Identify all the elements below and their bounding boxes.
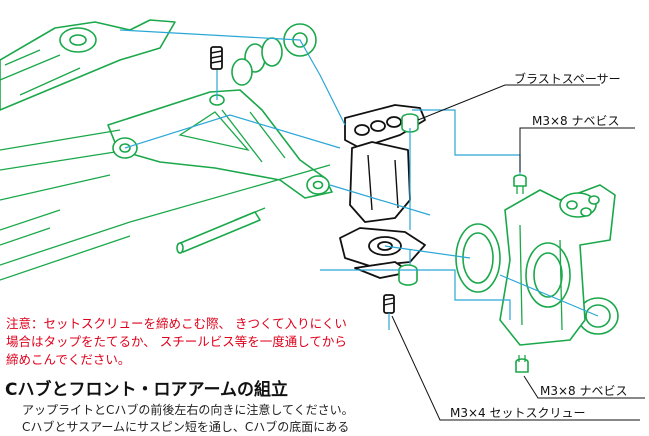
section-body-line-2: Cハブとサスアームにサスピン短を通し、Cハブの底面にある bbox=[22, 420, 350, 434]
warning-line-2: 場合はタップをたてるか、 スチールビス等を一度通してから bbox=[6, 334, 347, 349]
suspension-arm bbox=[0, 19, 333, 281]
set-screw-top bbox=[210, 46, 223, 70]
suspension-pin bbox=[176, 207, 266, 254]
section-title: Cハブとフロント・ロアアームの組立 bbox=[5, 380, 288, 400]
arm-spacers bbox=[231, 23, 317, 86]
upright bbox=[499, 184, 616, 346]
label-leaders bbox=[391, 84, 645, 421]
warning-line-3: 締めこんでください。 bbox=[6, 352, 131, 367]
guide-lines bbox=[119, 29, 599, 330]
label-blast-spacer: ブラストスペーサー bbox=[514, 72, 621, 86]
pan-screw-bottom bbox=[515, 355, 529, 373]
set-screw-bottom bbox=[383, 294, 395, 314]
label-pan-screw-bottom: M3×8 ナベビス bbox=[540, 384, 628, 398]
warning-line-1: 注意：セットスクリューを締めこむ際、 きつくて入りにくい bbox=[6, 316, 347, 331]
section-body-line-1: アップライトとCハブの前後左右の向きに注意してください。 bbox=[22, 403, 354, 417]
label-pan-screw-top: M3×8 ナベビス bbox=[532, 114, 620, 128]
label-set-screw: M3×4 セットスクリュー bbox=[450, 406, 586, 420]
pan-screw-top bbox=[513, 174, 527, 194]
